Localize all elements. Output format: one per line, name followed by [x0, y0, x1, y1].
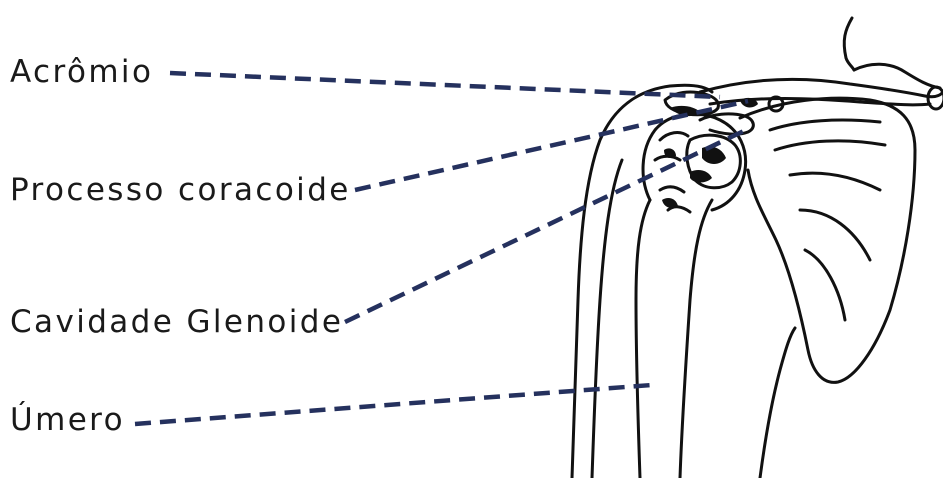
leader-acromion — [170, 73, 720, 97]
neck-outline — [844, 18, 854, 70]
label-glenoid-cavity: Cavidade Glenoide — [10, 307, 343, 338]
torso-outline — [760, 328, 795, 478]
clavicle — [700, 79, 943, 96]
label-coracoid-process: Processo coracoide — [10, 175, 351, 206]
humerus-shaft — [636, 200, 650, 478]
shoulder-top-outline — [854, 64, 940, 88]
humeral-head — [643, 114, 746, 210]
label-humerus: Úmero — [10, 405, 125, 436]
label-acromion: Acrômio — [10, 57, 153, 88]
